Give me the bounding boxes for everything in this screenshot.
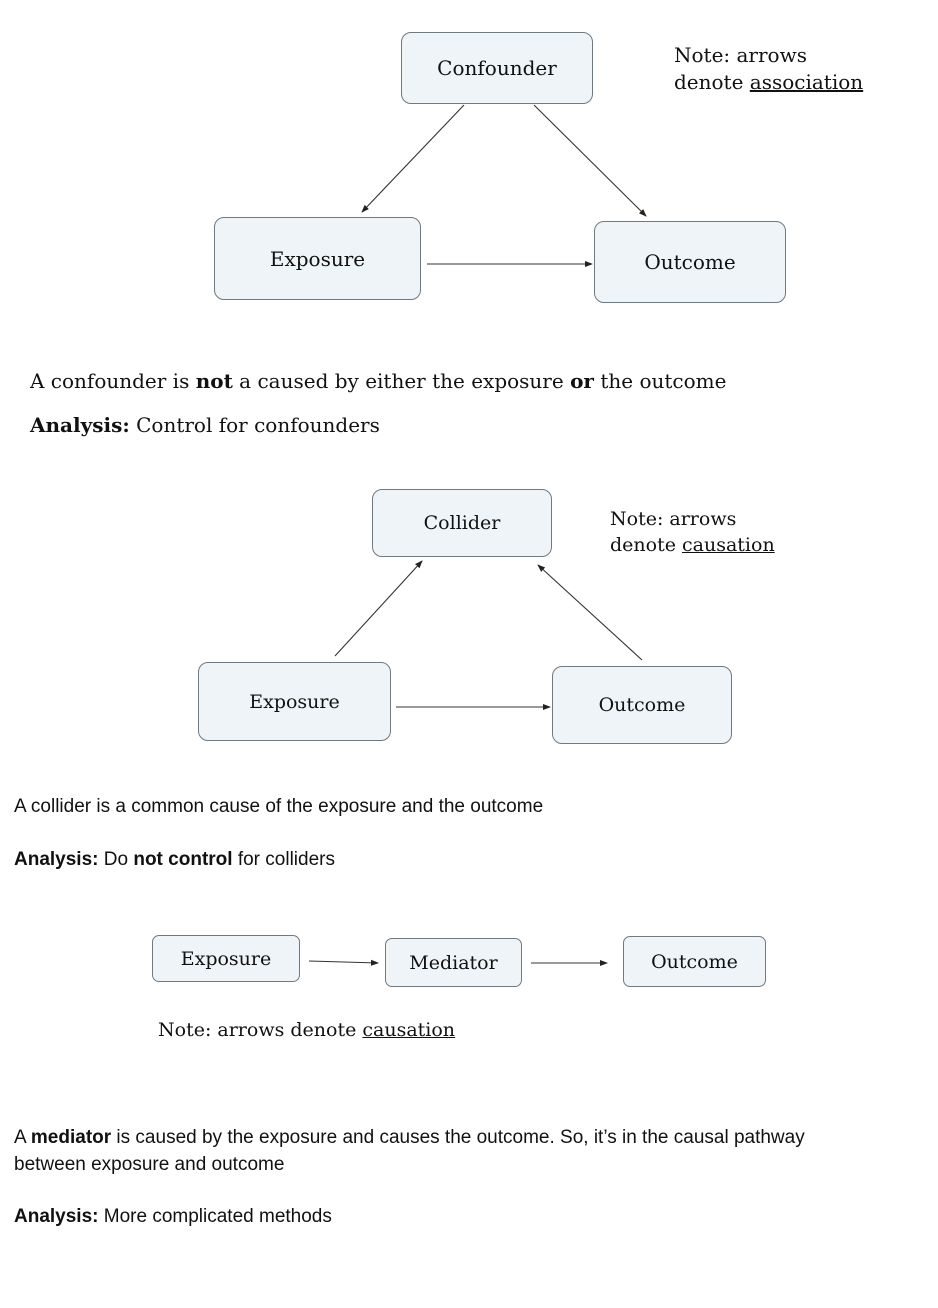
exposure-node-1: Exposure: [214, 217, 421, 300]
desc-text: A confounder is: [30, 369, 196, 393]
desc-bold-not: not: [195, 369, 233, 393]
confounder-description: A confounder is not a caused by either t…: [30, 369, 726, 393]
outcome-node-2: Outcome: [552, 666, 732, 744]
collider-node: Collider: [372, 489, 552, 557]
desc-bold-or: or: [570, 369, 594, 393]
analysis-text: for colliders: [232, 849, 335, 870]
note-prefix: denote: [610, 534, 683, 556]
collider-analysis: Analysis: Do not control for colliders: [14, 846, 335, 873]
confounder-node: Confounder: [401, 32, 593, 104]
analysis-label: Analysis:: [30, 413, 130, 437]
desc-text: is caused by the exposure and causes the…: [111, 1127, 805, 1148]
analysis-label: Analysis:: [14, 1206, 99, 1227]
note-line2: denote causation: [610, 532, 775, 558]
analysis-text: Control for confounders: [129, 413, 380, 437]
note-association: Note: arrows denote association: [674, 42, 863, 96]
note-prefix: Note: arrows denote: [158, 1019, 363, 1041]
outcome-node-3: Outcome: [623, 936, 766, 987]
arrow-exposure-to-collider: [334, 560, 423, 657]
mediator-node: Mediator: [385, 938, 522, 987]
note-line1: Note: arrows: [610, 508, 737, 530]
note-underlined-word: causation: [362, 1019, 456, 1041]
mediator-description: A mediator is caused by the exposure and…: [14, 1124, 914, 1178]
note-line1: Note: arrows: [674, 43, 807, 67]
desc-text: the outcome: [593, 369, 727, 393]
confounder-analysis: Analysis: Control for confounders: [30, 413, 380, 437]
note-prefix: denote: [674, 70, 750, 94]
analysis-text: More complicated methods: [98, 1206, 332, 1227]
desc-bold-mediator: mediator: [30, 1127, 112, 1148]
exposure-node-2: Exposure: [198, 662, 391, 741]
outcome-node-1: Outcome: [594, 221, 786, 303]
desc-line1: A mediator is caused by the exposure and…: [14, 1124, 914, 1151]
note-underlined-word: association: [749, 70, 864, 94]
note-underlined-word: causation: [682, 534, 775, 556]
arrow-outcome-to-collider: [537, 564, 643, 661]
arrow-confounder-to-outcome: [533, 104, 647, 217]
note-causation-2: Note: arrows denote causation: [158, 1017, 455, 1044]
arrow-confounder-to-exposure: [361, 104, 465, 213]
desc-text: a caused by either the exposure: [232, 369, 571, 393]
arrow-exposure-to-mediator: [308, 959, 379, 966]
analysis-bold: not control: [133, 849, 233, 870]
desc-line2: between exposure and outcome: [14, 1154, 285, 1175]
desc-text: A: [14, 1127, 31, 1148]
note-causation-1: Note: arrows denote causation: [610, 506, 775, 558]
mediator-analysis: Analysis: More complicated methods: [14, 1203, 332, 1230]
analysis-text: Do: [98, 849, 134, 870]
exposure-node-3: Exposure: [152, 935, 300, 982]
collider-description: A collider is a common cause of the expo…: [14, 796, 544, 817]
note-line2: denote association: [674, 69, 863, 96]
analysis-label: Analysis:: [14, 849, 99, 870]
